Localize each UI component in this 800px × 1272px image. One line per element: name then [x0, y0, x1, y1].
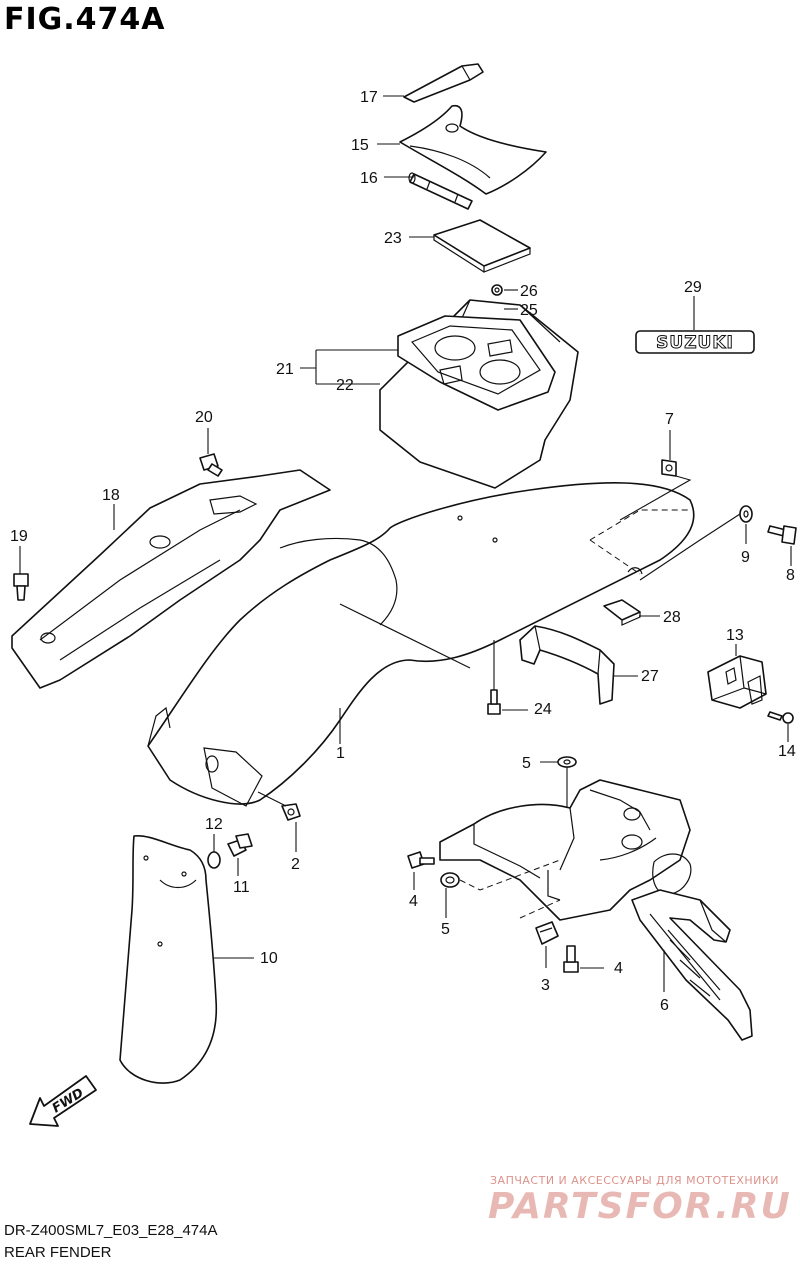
label-4a: 4	[409, 893, 418, 910]
part-bolt-24	[487, 689, 501, 715]
label-28: 28	[663, 609, 681, 626]
watermark-tagline: ЗАПЧАСТИ И АКСЕССУАРЫ ДЛЯ МОТОТЕХНИКИ	[490, 1174, 779, 1187]
label-10: 10	[260, 950, 278, 967]
diagram-name: REAR FENDER	[4, 1244, 112, 1261]
part-emblem: SUZUKI	[635, 330, 755, 354]
part-reflector-unit	[707, 655, 767, 709]
label-21: 21	[276, 361, 294, 378]
part-tool-tray	[397, 315, 556, 411]
label-9: 9	[741, 549, 750, 566]
part-rear-bracket	[439, 779, 692, 921]
part-bolt-4a	[407, 851, 435, 869]
label-16: 16	[360, 170, 378, 187]
label-11: 11	[233, 879, 250, 896]
part-bolt-11	[227, 833, 253, 857]
label-23: 23	[384, 230, 402, 247]
label-15: 15	[351, 137, 369, 154]
part-small-pad	[603, 599, 641, 626]
part-pad	[433, 219, 531, 273]
label-1: 1	[336, 745, 345, 762]
label-4b: 4	[614, 960, 623, 977]
label-20: 20	[195, 409, 213, 426]
label-2: 2	[291, 856, 300, 873]
label-3: 3	[541, 977, 550, 994]
part-grab-handle	[519, 625, 615, 705]
label-22: 22	[336, 377, 354, 394]
part-clip-nut	[661, 459, 677, 477]
label-25: 25	[520, 302, 538, 319]
label-26: 26	[520, 283, 538, 300]
part-clip-3	[535, 921, 559, 945]
part-license-bracket	[631, 889, 753, 1041]
label-7: 7	[665, 411, 674, 428]
part-bolt-20	[199, 453, 223, 477]
label-19: 19	[10, 528, 28, 545]
part-nut-2	[281, 803, 301, 821]
watermark-logo: PARTSFOR.RU	[488, 1186, 792, 1227]
label-14: 14	[778, 743, 796, 760]
figure-title: FIG.474A	[4, 2, 166, 37]
label-8: 8	[786, 567, 795, 584]
label-6: 6	[660, 997, 669, 1014]
label-13: 13	[726, 627, 744, 644]
part-side-cover	[11, 469, 331, 689]
part-washer-9	[739, 505, 753, 523]
label-5b: 5	[441, 921, 450, 938]
label-29: 29	[684, 279, 702, 296]
label-27: 27	[641, 668, 659, 685]
part-screw-14	[767, 711, 794, 724]
diagram-code: DR-Z400SML7_E03_E28_474A	[4, 1222, 218, 1239]
emblem-text: SUZUKI	[656, 333, 734, 353]
label-18: 18	[102, 487, 120, 504]
label-5a: 5	[522, 755, 531, 772]
part-tool-bag	[399, 104, 547, 195]
part-rear-fender	[147, 482, 695, 807]
label-17: 17	[360, 89, 378, 106]
label-12: 12	[205, 816, 223, 833]
part-strap	[403, 63, 484, 103]
part-bolt-19	[13, 573, 29, 601]
label-24: 24	[534, 701, 552, 718]
part-tool-tube	[408, 172, 473, 210]
leader-lines	[19, 95, 792, 992]
part-bolt-4b	[563, 945, 579, 973]
part-number-labels: 17 15 16 23 26 25 29 21 22 20 7 18 19 9 …	[10, 89, 796, 1014]
part-collar-5b	[440, 872, 460, 888]
fwd-arrow: FWD	[29, 1075, 97, 1127]
part-mudflap	[119, 835, 218, 1084]
part-washer-12	[207, 851, 221, 869]
part-nut	[491, 284, 503, 296]
part-bolt-8	[767, 525, 797, 545]
part-washer-5a	[557, 756, 577, 768]
